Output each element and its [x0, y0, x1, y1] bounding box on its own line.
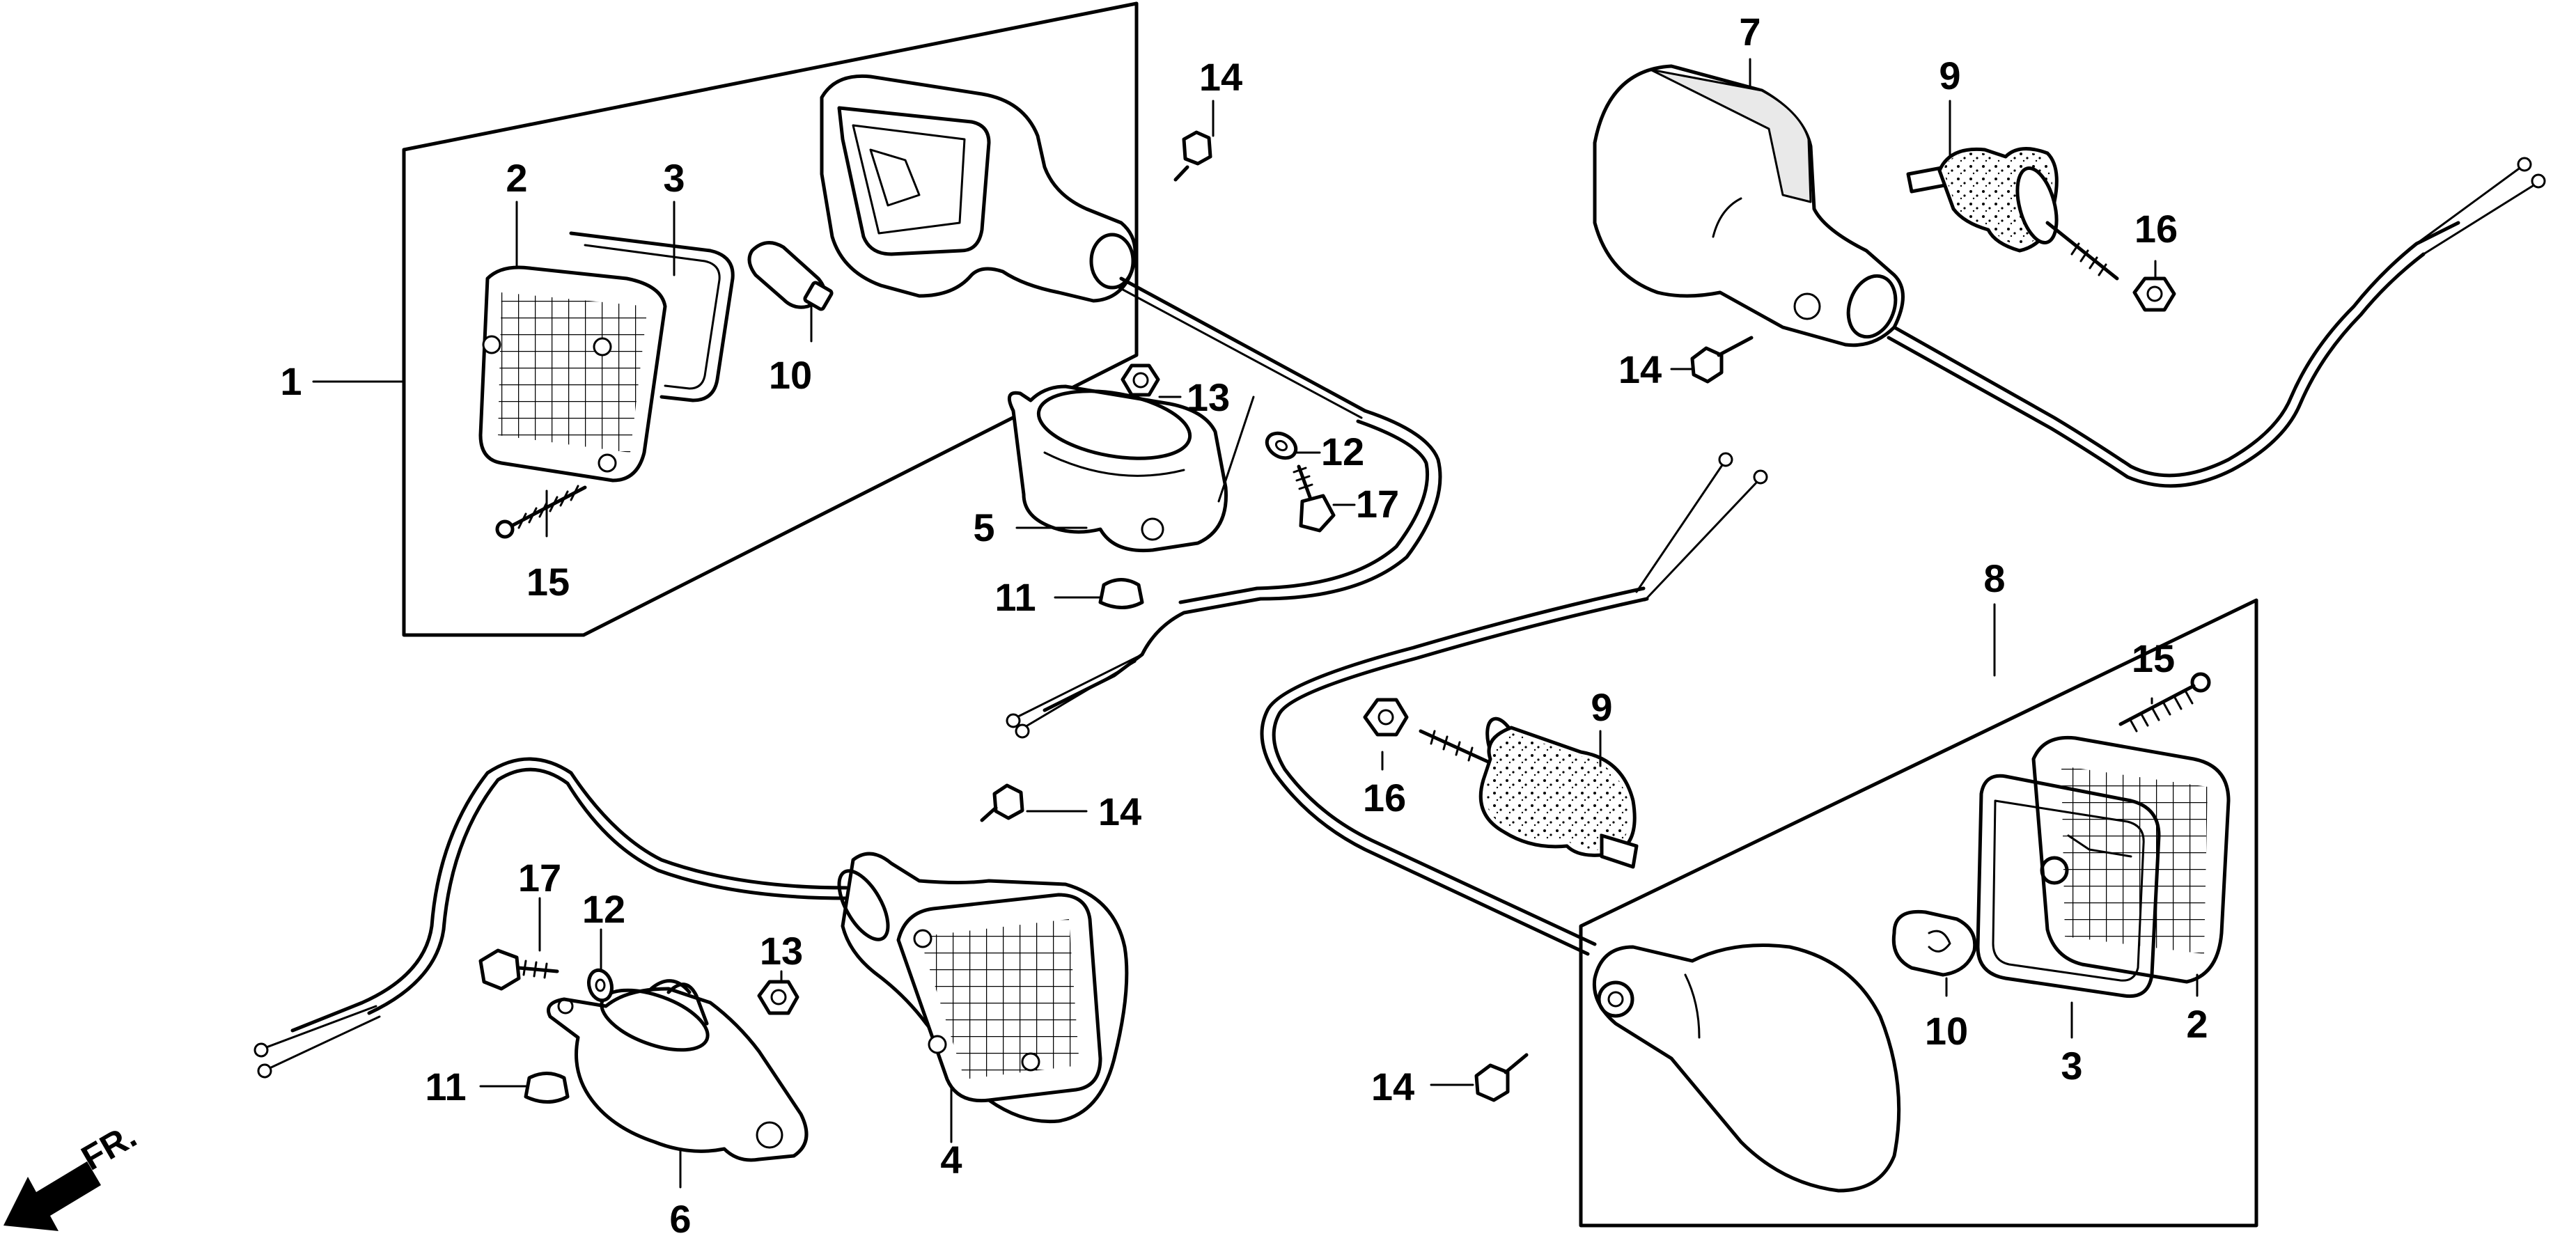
callout-labels: 1 2 3 10 15 14 13 12 17 5 11 14 17 12 13… — [280, 10, 2208, 1241]
bulb-10-top-left — [747, 241, 834, 311]
resistor-9-mid — [1419, 717, 1639, 869]
callout-4: 4 — [940, 1138, 962, 1182]
nut-13-top — [1121, 363, 1160, 397]
housing-7 — [1593, 64, 1905, 347]
callout-10: 10 — [1925, 1009, 1968, 1053]
callout-2: 2 — [506, 156, 527, 200]
lens-4 — [896, 893, 1102, 1103]
callout-9: 9 — [1591, 685, 1612, 729]
nut-13-bottom — [757, 980, 799, 1015]
washer-12-bottom — [587, 968, 614, 1003]
resistor-9-top — [1906, 147, 2119, 281]
bolt-17-top — [1293, 464, 1336, 533]
callout-6: 6 — [669, 1197, 691, 1241]
gasket-3-top-left — [569, 231, 735, 402]
callout-12: 12 — [1321, 430, 1364, 473]
callout-11: 11 — [994, 575, 1036, 619]
callout-15: 15 — [526, 560, 570, 604]
screw-15-top-left — [495, 485, 587, 539]
screw-14-bottom-right — [1474, 1053, 1529, 1102]
lens-2-right — [2031, 735, 2231, 984]
assembly-frame-8 — [1579, 598, 2258, 1228]
wire-harness-bottom-left — [253, 757, 848, 1079]
callout-16: 16 — [2134, 207, 2178, 251]
callout-15: 15 — [2132, 636, 2175, 680]
callout-8: 8 — [1983, 556, 2005, 600]
bulb-10-right — [1891, 909, 1977, 977]
nut-16-top — [2132, 276, 2176, 312]
callout-14: 14 — [1199, 55, 1242, 99]
callout-10: 10 — [769, 353, 812, 397]
callout-1: 1 — [280, 359, 302, 403]
housing-right-bottom — [1592, 943, 1901, 1193]
callout-7: 7 — [1739, 10, 1761, 54]
wire-harness-top-left — [1006, 409, 1442, 739]
front-arrow-marker: FR. — [3, 1116, 143, 1231]
bracket-6 — [547, 979, 809, 1162]
callout-9: 9 — [1939, 54, 1960, 97]
screw-15-right — [2118, 672, 2211, 733]
assembly-frame-1 — [402, 1, 1139, 637]
callout-13: 13 — [1187, 375, 1230, 419]
screw-14-top — [1173, 130, 1212, 182]
callout-17: 17 — [518, 856, 561, 900]
grommet-11-top — [1098, 578, 1144, 609]
callout-17: 17 — [1356, 482, 1399, 526]
bracket-5 — [1007, 384, 1255, 553]
washer-12-top — [1265, 431, 1298, 460]
callout-14: 14 — [1371, 1065, 1414, 1109]
leader-lines — [312, 58, 2199, 1189]
wire-harness-mid-right — [1260, 452, 1768, 956]
callout-3: 3 — [663, 156, 685, 200]
bolt-17-bottom — [478, 948, 559, 991]
callout-11: 11 — [425, 1065, 466, 1109]
callout-3: 3 — [2061, 1044, 2082, 1088]
callout-14: 14 — [1618, 347, 1662, 391]
callout-16: 16 — [1363, 776, 1406, 820]
callout-12: 12 — [582, 887, 625, 931]
screw-14-top-right — [1690, 336, 1754, 384]
lens-2-top-left — [478, 265, 667, 483]
housing-top-left — [820, 74, 1367, 419]
callout-14: 14 — [1098, 790, 1141, 833]
callout-2: 2 — [2186, 1002, 2208, 1046]
callout-5: 5 — [973, 506, 994, 549]
grommet-11-bottom — [524, 1072, 570, 1104]
callout-13: 13 — [760, 929, 803, 973]
wire-harness-top-right — [1887, 157, 2546, 488]
screw-14-mid — [980, 783, 1024, 822]
gasket-3-right — [1976, 774, 2161, 999]
nut-16-mid — [1363, 698, 1409, 737]
